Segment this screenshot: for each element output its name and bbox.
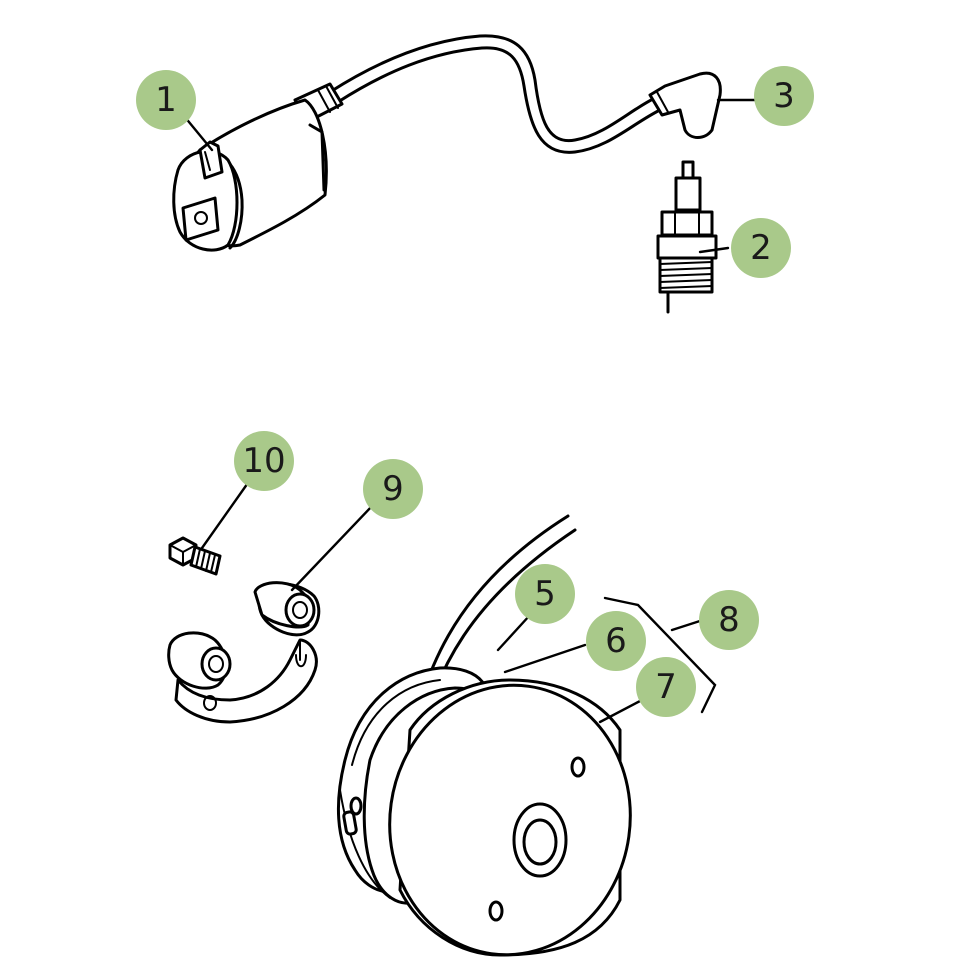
leader-lines: [173, 98, 780, 724]
callout-6: 6: [586, 611, 646, 671]
callout-label: 7: [655, 667, 677, 707]
callout-label: 8: [718, 600, 740, 640]
callout-label: 5: [534, 574, 556, 614]
spark-plug-cap: [648, 71, 722, 139]
screw: [168, 536, 222, 576]
callout-5: 5: [515, 564, 575, 624]
callout-8: 8: [699, 590, 759, 650]
callout-label: 10: [242, 441, 285, 481]
callout-2: 2: [731, 218, 791, 278]
callout-label: 3: [773, 76, 795, 116]
callout-7: 7: [636, 657, 696, 717]
callout-label: 2: [750, 228, 772, 268]
stator-flywheel-assembly: [337, 514, 632, 957]
spark-plug: [656, 160, 718, 314]
callout-label: 1: [155, 80, 177, 120]
callout-3: 3: [754, 66, 814, 126]
callout-10: 10: [234, 431, 294, 491]
ignition-coil: [172, 34, 662, 252]
pickup-bracket: [167, 581, 321, 724]
callout-9: 9: [363, 459, 423, 519]
callout-label: 6: [605, 621, 627, 661]
callout-label: 9: [382, 469, 404, 509]
callout-1: 1: [136, 70, 196, 130]
